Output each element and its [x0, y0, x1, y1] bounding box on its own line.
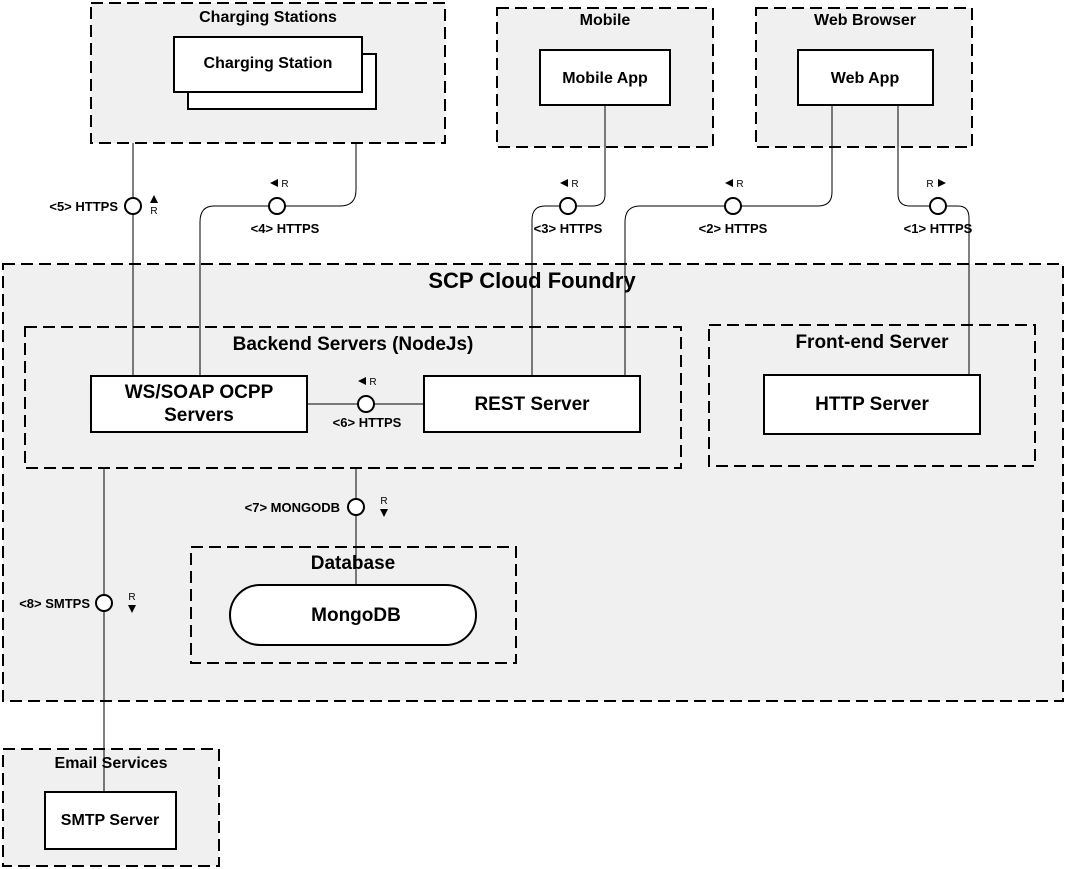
interface-5-r: R: [150, 206, 157, 217]
interface-4-label: <4> HTTPS: [251, 221, 320, 236]
interface-4-r: R: [281, 179, 288, 190]
interface-1-circle: [929, 197, 947, 215]
ocpp-servers-label-line2: Servers: [164, 405, 234, 426]
interface-7-direction-arrow: [380, 509, 388, 517]
interface-5: <5> HTTPS R: [49, 195, 158, 217]
smtp-server-node: SMTP Server: [44, 791, 177, 850]
interface-7: <7> MONGODB R: [245, 496, 388, 517]
smtp-server-label: SMTP Server: [61, 812, 159, 829]
interface-4-circle: [268, 197, 286, 215]
backend-servers-title: Backend Servers (NodeJs): [233, 334, 474, 355]
charging-station-node: [173, 36, 363, 93]
interface-4-direction-arrow: [270, 179, 278, 187]
charging-stations-title: Charging Stations: [199, 9, 337, 26]
interface-8-label: <8> SMTPS: [19, 596, 90, 611]
rest-server-label: REST Server: [474, 394, 590, 415]
interface-6-label: <6> HTTPS: [333, 415, 402, 430]
interface-2-direction-arrow: [725, 179, 733, 187]
interface-5-direction-arrow: [150, 195, 158, 203]
database-title: Database: [311, 553, 396, 574]
interface-8-r: R: [128, 592, 135, 603]
interface-5-label: <5> HTTPS: [49, 199, 118, 214]
interface-6: <6> HTTPS R: [333, 377, 402, 430]
interface-2: <2> HTTPS R: [699, 179, 768, 236]
rest-server-node: REST Server: [423, 375, 641, 433]
http-server-label: HTTP Server: [815, 394, 929, 415]
interface-7-r: R: [380, 496, 387, 507]
interface-8-circle: [95, 594, 113, 612]
interface-6-circle: [357, 395, 375, 413]
interface-8: <8> SMTPS R: [19, 592, 136, 613]
interface-1: <1> HTTPS R: [904, 179, 973, 236]
interface-6-direction-arrow: [358, 377, 366, 385]
ocpp-servers-label-line1: WS/SOAP OCPP: [125, 382, 274, 403]
interface-6-r: R: [369, 377, 376, 388]
interface-3-direction-arrow: [560, 179, 568, 187]
mongodb-node: MongoDB: [229, 584, 477, 646]
frontend-server-title: Front-end Server: [795, 332, 949, 353]
charging-station-label: Charging Station: [204, 55, 333, 72]
mobile-group: Mobile Mobile App: [496, 7, 714, 148]
interface-1-direction-arrow: [938, 179, 946, 187]
interface-2-circle: [724, 197, 742, 215]
web-browser-title: Web Browser: [814, 12, 916, 29]
mobile-title: Mobile: [580, 12, 631, 29]
interface-5-circle: [124, 197, 142, 215]
interface-8-direction-arrow: [128, 605, 136, 613]
interface-2-label: <2> HTTPS: [699, 221, 768, 236]
interface-7-circle: [347, 498, 365, 516]
interface-1-r: R: [926, 179, 933, 190]
charging-stations-group: Charging Stations Charging Station: [90, 2, 446, 144]
interface-7-label: <7> MONGODB: [245, 500, 340, 515]
interface-3: <3> HTTPS R: [534, 179, 603, 236]
web-app-node: [797, 49, 934, 106]
interface-3-circle: [559, 197, 577, 215]
interface-4: <4> HTTPS R: [251, 179, 320, 236]
mongodb-label: MongoDB: [311, 605, 401, 626]
interface-3-label: <3> HTTPS: [534, 221, 603, 236]
mobile-app-node: [539, 49, 671, 106]
email-services-title: Email Services: [55, 755, 168, 772]
http-server-node: HTTP Server: [763, 374, 981, 435]
ocpp-servers-node: WS/SOAP OCPP Servers: [90, 375, 308, 433]
interface-2-r: R: [736, 179, 743, 190]
web-app-label: Web App: [831, 70, 900, 87]
interface-3-r: R: [571, 179, 578, 190]
interface-1-label: <1> HTTPS: [904, 221, 973, 236]
web-browser-group: Web Browser Web App: [755, 7, 973, 148]
mobile-app-label: Mobile App: [562, 70, 648, 87]
